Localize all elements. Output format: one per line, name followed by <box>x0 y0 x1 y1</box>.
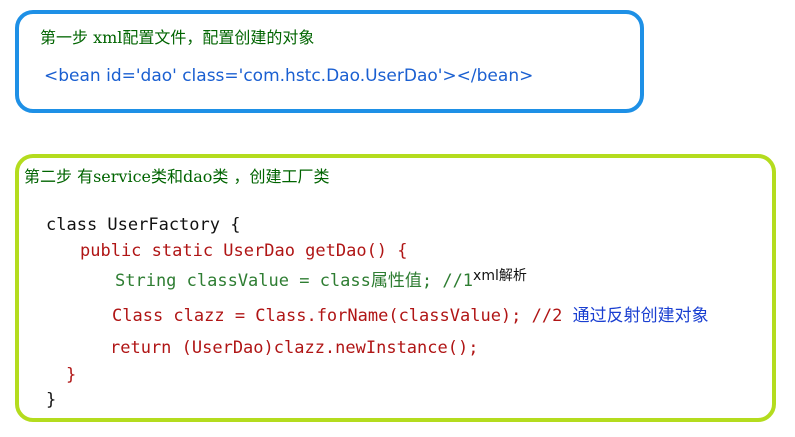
code-line-method-close: } <box>66 365 77 385</box>
step1-title: 第一步 xml配置文件，配置创建的对象 <box>40 28 315 47</box>
step2-title: 第二步 有service类和dao类 ，创建工厂类 <box>24 167 330 186</box>
step2-box <box>15 154 776 422</box>
step1-box <box>15 10 644 113</box>
code-line-return: return (UserDao)clazz.newInstance(); <box>110 338 479 358</box>
code-line-class-decl: class UserFactory { <box>46 215 241 235</box>
code-line-method-decl: public static UserDao getDao() { <box>80 241 408 261</box>
code-line-class-close: } <box>46 390 57 410</box>
code-class-value-text: String classValue = class属性值; //1 <box>115 271 474 291</box>
code-comment-reflection: 通过反射创建对象 <box>572 306 709 326</box>
code-comment-xml-parse: xml解析 <box>473 268 527 284</box>
code-line-class-value: String classValue = class属性值; //1xml解析 <box>115 268 527 292</box>
step1-xml-line: <bean id='dao' class='com.hstc.Dao.UserD… <box>44 66 534 86</box>
code-forname-text: Class clazz = Class.forName(classValue);… <box>112 306 563 326</box>
code-line-forname: Class clazz = Class.forName(classValue);… <box>112 306 709 326</box>
